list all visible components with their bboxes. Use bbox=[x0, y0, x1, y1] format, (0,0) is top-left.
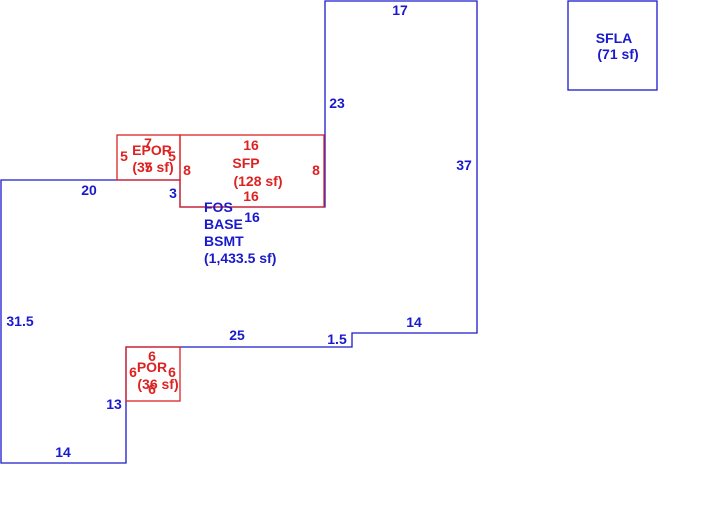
epor-name: EPOR bbox=[132, 142, 172, 158]
dim-upper-left-top: 20 bbox=[81, 182, 97, 198]
sfla-area: (71 sf) bbox=[597, 46, 638, 62]
por-dim-bottom: 6 bbox=[148, 381, 156, 397]
sfla-label-group: SFLA (71 sf) bbox=[596, 30, 639, 62]
dim-lower-left: 13 bbox=[106, 396, 122, 412]
epor-dim-bottom: 7 bbox=[144, 159, 152, 175]
main-area-label-line-3: BSMT bbox=[204, 233, 244, 249]
sfp-label-group: 16 SFP (128 sf) 8 8 16 bbox=[183, 137, 320, 204]
epor-dim-right: 5 bbox=[168, 148, 176, 164]
sfp-name: SFP bbox=[232, 155, 259, 171]
dim-notch: 3 bbox=[169, 185, 177, 201]
main-area-outline bbox=[0, 0, 478, 464]
dim-left: 31.5 bbox=[6, 313, 33, 329]
por-outline bbox=[125, 346, 181, 402]
dim-step-bottom: 14 bbox=[406, 314, 422, 330]
dim-lower-top: 25 bbox=[229, 327, 245, 343]
por-area: (36 sf) bbox=[137, 376, 178, 392]
dim-bottom: 14 bbox=[55, 444, 71, 460]
por-dim-top: 6 bbox=[148, 348, 156, 364]
main-area-dimensions: 17 23 37 14 1.5 25 13 14 31.5 20 3 16 bbox=[6, 2, 472, 460]
main-area-label-area: (1,433.5 sf) bbox=[204, 250, 276, 266]
sfla-name: SFLA bbox=[596, 30, 633, 46]
main-area-label-line-1: FOS bbox=[204, 199, 233, 215]
por-name: POR bbox=[137, 359, 167, 375]
sfp-dim-top: 16 bbox=[243, 137, 259, 153]
epor-outline bbox=[116, 134, 181, 181]
main-area-label-group: FOS BASE BSMT (1,433.5 sf) bbox=[204, 199, 276, 266]
epor-dim-top: 7 bbox=[144, 135, 152, 151]
sfp-area: (128 sf) bbox=[233, 173, 282, 189]
dim-sfp-bottom-main: 16 bbox=[244, 209, 260, 225]
epor-dim-left: 5 bbox=[120, 148, 128, 164]
dim-step-jog: 1.5 bbox=[327, 331, 347, 347]
sfp-dim-left: 8 bbox=[183, 162, 191, 178]
por-label-group: 6 POR 6 6 (36 sf) 6 bbox=[129, 348, 179, 397]
sfp-dim-right: 8 bbox=[312, 162, 320, 178]
por-dim-right: 6 bbox=[168, 364, 176, 380]
epor-area: (35 sf) bbox=[132, 159, 173, 175]
main-area-label-line-2: BASE bbox=[204, 216, 243, 232]
sfla-box bbox=[567, 0, 658, 91]
sfp-dim-bottom: 16 bbox=[243, 188, 259, 204]
dim-right-outer: 37 bbox=[456, 157, 472, 173]
dim-right-upper-left: 23 bbox=[329, 95, 345, 111]
por-dim-left: 6 bbox=[129, 364, 137, 380]
epor-label-group: 7 EPOR 5 5 (35 sf) 7 bbox=[120, 135, 176, 175]
dim-top-right: 17 bbox=[392, 2, 408, 18]
